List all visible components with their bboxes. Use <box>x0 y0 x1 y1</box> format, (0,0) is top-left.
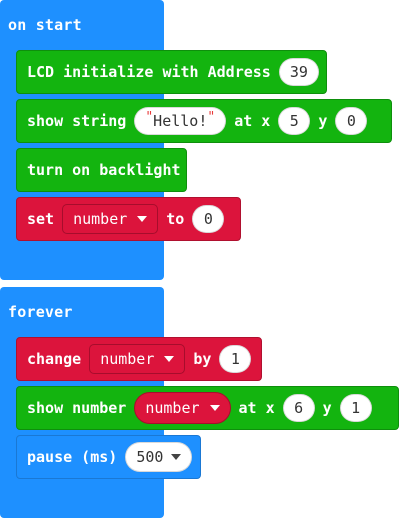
show-string-block[interactable]: show string " Hello! " at x 5 y 0 <box>16 99 392 143</box>
turn-on-backlight-label: turn on backlight <box>27 161 181 179</box>
pause-duration-value: 500 <box>136 448 164 466</box>
pause-block[interactable]: pause (ms) 500 <box>16 435 201 479</box>
at-x-label: at x <box>234 112 271 130</box>
x-input[interactable]: 5 <box>278 107 311 135</box>
variable-dropdown[interactable]: number <box>62 204 159 234</box>
by-label: by <box>193 350 212 368</box>
chevron-down-icon <box>171 454 182 460</box>
to-label: to <box>166 210 185 228</box>
number-variable-value: number <box>145 399 200 417</box>
x-input[interactable]: 6 <box>282 394 315 422</box>
variable-dropdown-value: number <box>100 350 155 368</box>
close-quote-icon: " <box>207 109 216 125</box>
y-label: y <box>318 112 328 130</box>
y-label: y <box>322 399 332 417</box>
set-value-input[interactable]: 0 <box>192 205 225 233</box>
show-number-label: show number <box>27 399 127 417</box>
chevron-down-icon <box>137 216 148 222</box>
change-value-input[interactable]: 1 <box>219 345 252 373</box>
y-input[interactable]: 1 <box>339 394 372 422</box>
at-x-label: at x <box>238 399 275 417</box>
turn-on-backlight-block[interactable]: turn on backlight <box>16 148 187 192</box>
chevron-down-icon <box>164 356 175 362</box>
string-value: Hello! <box>153 112 208 130</box>
chevron-down-icon <box>209 405 220 411</box>
change-variable-block[interactable]: change number by 1 <box>16 337 262 381</box>
variable-dropdown-value: number <box>73 210 128 228</box>
pause-label: pause (ms) <box>27 448 118 466</box>
set-variable-block[interactable]: set number to 0 <box>16 197 241 241</box>
forever-label: forever <box>8 303 73 321</box>
address-input[interactable]: 39 <box>278 58 319 86</box>
set-label: set <box>27 210 55 228</box>
show-number-block[interactable]: show number number at x 6 y 1 <box>16 386 399 430</box>
string-input[interactable]: " Hello! " <box>134 107 227 135</box>
y-input[interactable]: 0 <box>335 107 368 135</box>
pause-duration-dropdown[interactable]: 500 <box>125 442 193 472</box>
variable-dropdown[interactable]: number <box>89 344 186 374</box>
show-string-label: show string <box>27 112 127 130</box>
open-quote-icon: " <box>145 109 154 125</box>
number-variable-reporter[interactable]: number <box>134 392 231 424</box>
change-label: change <box>27 350 82 368</box>
on-start-label: on start <box>8 16 82 34</box>
lcd-initialize-label: LCD initialize with Address <box>27 63 271 81</box>
lcd-initialize-block[interactable]: LCD initialize with Address 39 <box>16 50 327 94</box>
